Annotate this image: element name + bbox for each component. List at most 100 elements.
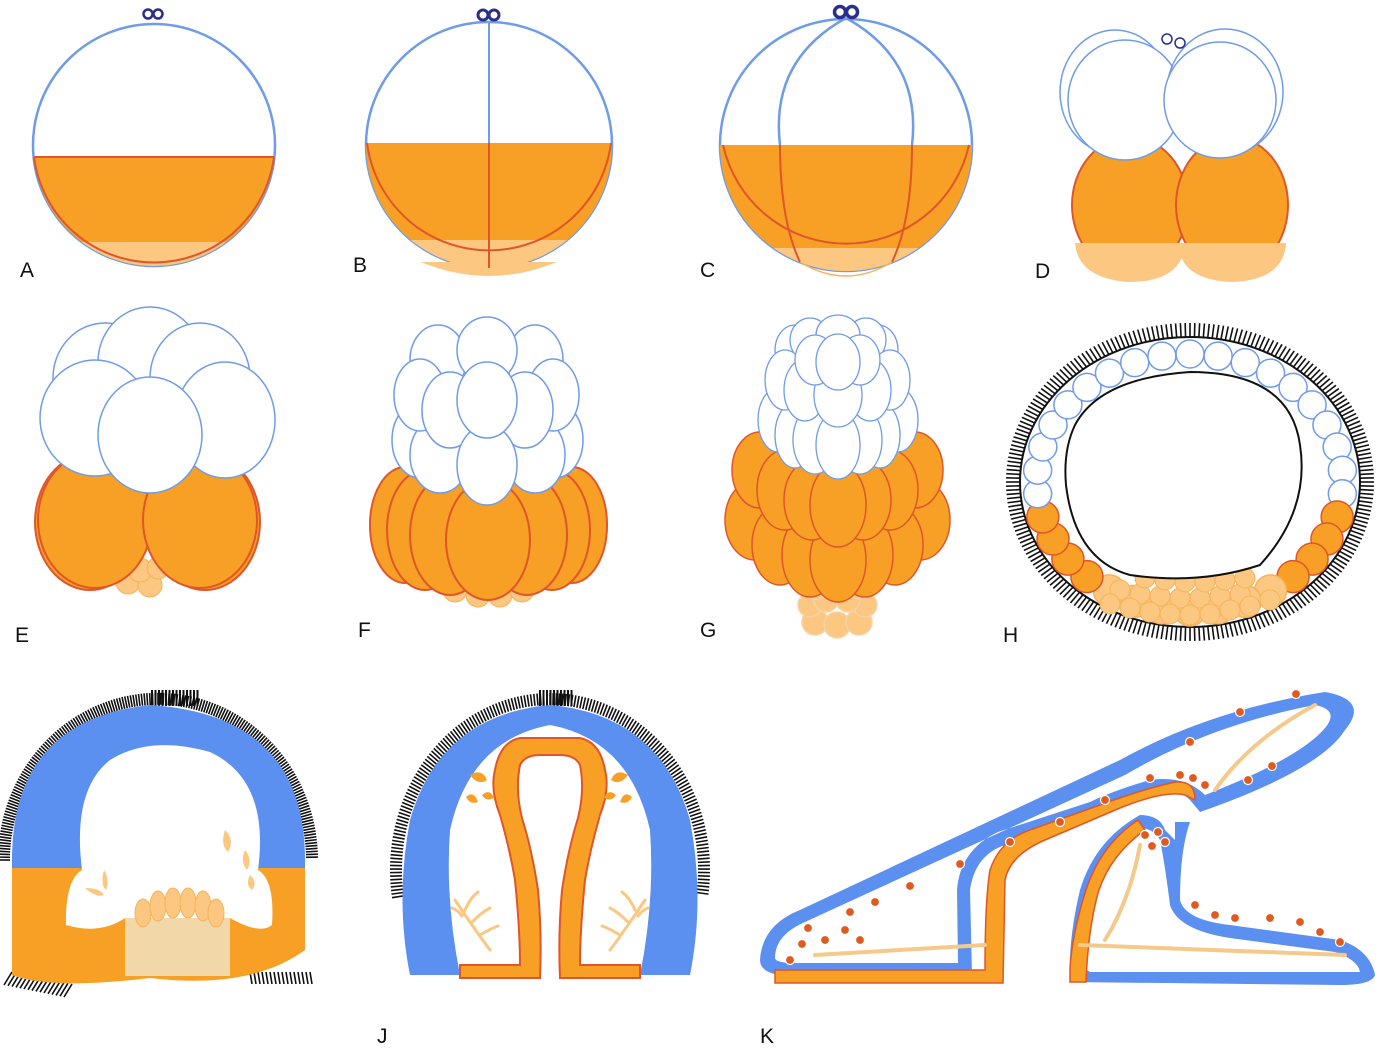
cilium (398, 816, 409, 820)
cilium (1171, 324, 1172, 338)
cilium (234, 717, 240, 727)
cilium (254, 972, 256, 984)
cilium (1356, 449, 1370, 452)
blastomere (1231, 349, 1259, 377)
panel-i-gastrula (0, 690, 318, 997)
cilium (391, 847, 403, 849)
pigment-dot (1231, 914, 1240, 923)
cilium (651, 741, 659, 750)
cilium (0, 848, 10, 849)
cilium (697, 889, 709, 890)
cilium (1255, 616, 1260, 629)
cilium (125, 696, 127, 708)
cilium (1156, 326, 1159, 340)
cilium (127, 696, 129, 708)
cilium (642, 731, 649, 740)
cilium (1008, 461, 1022, 463)
cilium (1230, 327, 1233, 341)
cilium (1147, 623, 1150, 637)
cilium (390, 879, 402, 880)
cilium (1176, 627, 1177, 641)
panel-e-eight-cell: E (15, 307, 275, 647)
cilium (1225, 624, 1228, 638)
cilium (1217, 325, 1219, 339)
cilium (1359, 493, 1373, 494)
cilium (1161, 625, 1163, 639)
cilium (1011, 445, 1025, 448)
yolk-cell (1220, 600, 1240, 620)
cilium (1, 828, 13, 830)
pigment-dot (871, 898, 880, 907)
cilium (0, 851, 10, 852)
cilium (1017, 530, 1030, 535)
cilium (303, 825, 315, 827)
pigment-dot (1191, 901, 1200, 910)
cilium (306, 972, 308, 984)
cilium (64, 984, 72, 997)
cilium (278, 972, 280, 984)
cilium (1357, 508, 1371, 511)
cilium (660, 751, 669, 759)
cilium (0, 837, 11, 839)
cilium (282, 972, 284, 984)
pigment-dot (956, 860, 965, 869)
cilium (258, 972, 260, 984)
cilium (1360, 474, 1374, 475)
panel-c-second-cleavage: C (700, 7, 980, 286)
pigment-dot (1176, 771, 1185, 780)
cilium (393, 837, 405, 839)
cilium (0, 845, 11, 846)
cilium (653, 743, 661, 752)
yolk-cell (1140, 602, 1160, 622)
cilium (451, 731, 458, 740)
cilium (580, 697, 582, 709)
cilium (1203, 323, 1204, 337)
yolk-cell (1180, 605, 1200, 625)
cilium (586, 698, 589, 710)
panel-label-a: A (20, 259, 34, 282)
cilium (1357, 453, 1371, 456)
cilium (1120, 616, 1125, 629)
cilium (434, 748, 443, 756)
cilium (4, 972, 12, 985)
panel-label-h: H (1003, 624, 1018, 647)
cilium (1350, 530, 1363, 535)
cilium (1212, 324, 1214, 338)
cilium (697, 851, 709, 852)
cilium (1208, 626, 1209, 640)
blastomere (1121, 349, 1149, 377)
cilium (1124, 617, 1129, 630)
cilium (693, 826, 705, 829)
cilium (1006, 490, 1020, 491)
cilium (562, 694, 563, 706)
panel-h-blastula: H (1003, 323, 1374, 647)
cilium (1008, 501, 1022, 503)
panel-f-sixteen-cell: F (358, 317, 607, 642)
cilium (697, 892, 709, 894)
cilium (1199, 627, 1200, 641)
cilium (1007, 470, 1021, 471)
animal-cells (392, 317, 583, 505)
cilium (0, 834, 12, 836)
cilium (446, 736, 454, 745)
vegetal-pale-region (715, 248, 980, 278)
panel-label-b: B (353, 254, 367, 277)
cilium (1230, 623, 1233, 637)
blastomere (1148, 342, 1176, 370)
cilium (1166, 626, 1168, 640)
cilium (52, 982, 60, 995)
cilium (147, 693, 148, 705)
cilium (304, 831, 316, 833)
cilium (697, 886, 709, 887)
yolk-branch-right (602, 892, 648, 950)
pigment-dot (1268, 762, 1277, 771)
cilium (394, 830, 406, 833)
cilium (304, 834, 316, 836)
cilium (391, 892, 403, 894)
cilium (589, 699, 592, 711)
cilium (1124, 334, 1129, 347)
cilium (294, 972, 296, 984)
cilium (1221, 326, 1224, 340)
cilium (658, 748, 667, 756)
